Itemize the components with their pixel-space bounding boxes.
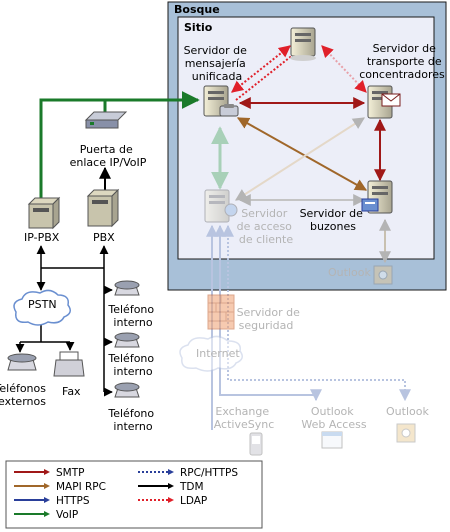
mapi-link-hub-cas (234, 117, 366, 201)
browser-icon (321, 431, 343, 449)
um-server-icon (203, 85, 239, 117)
pstn-label: PSTN (28, 298, 57, 311)
gateway-label: Puerta de enlace IP/VoIP (70, 143, 147, 169)
ldap-link-ad-hub (321, 45, 367, 93)
internal-phone-label-1: Teléfono interno (107, 303, 157, 329)
legend-item-ldap: LDAP (138, 495, 207, 507)
fax-label: Fax (62, 385, 81, 398)
forest-title: Bosque (174, 3, 220, 16)
cas-server-label: Servidor de acceso de cliente (237, 207, 296, 246)
legend-label-voip: VoIP (56, 509, 78, 521)
ldap-link-um-ad-2 (235, 53, 295, 101)
internal-phone-icon (114, 280, 140, 296)
pbx-label: PBX (93, 231, 115, 244)
ippbx-label: IP-PBX (24, 231, 60, 244)
internet-label: Internet (196, 347, 240, 360)
ldap-link-um-ad (231, 45, 291, 93)
ippbx-icon (27, 196, 61, 230)
legend-item-https: HTTPS (14, 495, 90, 507)
internal-phone-label-3: Teléfono interno (107, 407, 157, 433)
pbx-icon (86, 188, 120, 228)
ad-server-icon (290, 27, 316, 61)
outlook-external-icon (396, 423, 416, 443)
legend-item-mapi-rpc: MAPI RPC (14, 481, 106, 493)
legend-label-https: HTTPS (56, 495, 90, 507)
legend-label-mapi-rpc: MAPI RPC (56, 481, 106, 493)
outlook-internal-icon (373, 265, 393, 285)
legend-label-tdm: TDM (179, 481, 204, 493)
security-server-icon (207, 294, 235, 330)
legend-label-rpc-https: RPC/HTTPS (180, 467, 238, 479)
hub-server-label: Servidor de transporte de concentradores (359, 42, 445, 81)
internal-phone-label-2: Teléfono interno (107, 352, 157, 378)
external-phone-icon (7, 353, 37, 371)
internet-cloud-icon (179, 335, 243, 372)
legend-label-smtp: SMTP (56, 467, 84, 479)
cas-server-icon (204, 189, 238, 223)
outlook-external-label: Outlook (386, 405, 429, 418)
fax-icon (53, 351, 85, 377)
legend-item-rpc-https: RPC/HTTPS (138, 467, 238, 479)
mobile-device-icon (249, 432, 263, 456)
external-phones-label: Teléfonos externos (0, 382, 49, 408)
internal-phone-icon (114, 382, 140, 398)
mailbox-server-icon (361, 180, 393, 214)
legend-box: SMTP MAPI RPC HTTPS VoIP RPC/HTTPS TDM LDAP (5, 460, 263, 529)
voip-link-ippbx-um (39, 91, 200, 202)
hub-server-icon (367, 85, 401, 119)
pstn-cloud-icon (13, 289, 71, 326)
site-title: Sitio (184, 21, 213, 34)
owa-label: Outlook Web Access (301, 405, 366, 431)
outlook-internal-label: Outlook (328, 266, 371, 279)
legend-item-voip: VoIP (14, 509, 78, 521)
legend-item-tdm: TDM (138, 481, 204, 493)
internal-phone-icon (114, 332, 140, 348)
um-server-label: Servidor de mensajería unificada (184, 44, 251, 83)
activesync-label: Exchange ActiveSync (214, 405, 275, 431)
security-server-label: Servidor de seguridad (237, 306, 304, 332)
legend-item-smtp: SMTP (14, 467, 84, 479)
legend-label-ldap: LDAP (180, 495, 207, 507)
gateway-icon (84, 111, 128, 129)
tdm-network-lines (15, 245, 113, 397)
